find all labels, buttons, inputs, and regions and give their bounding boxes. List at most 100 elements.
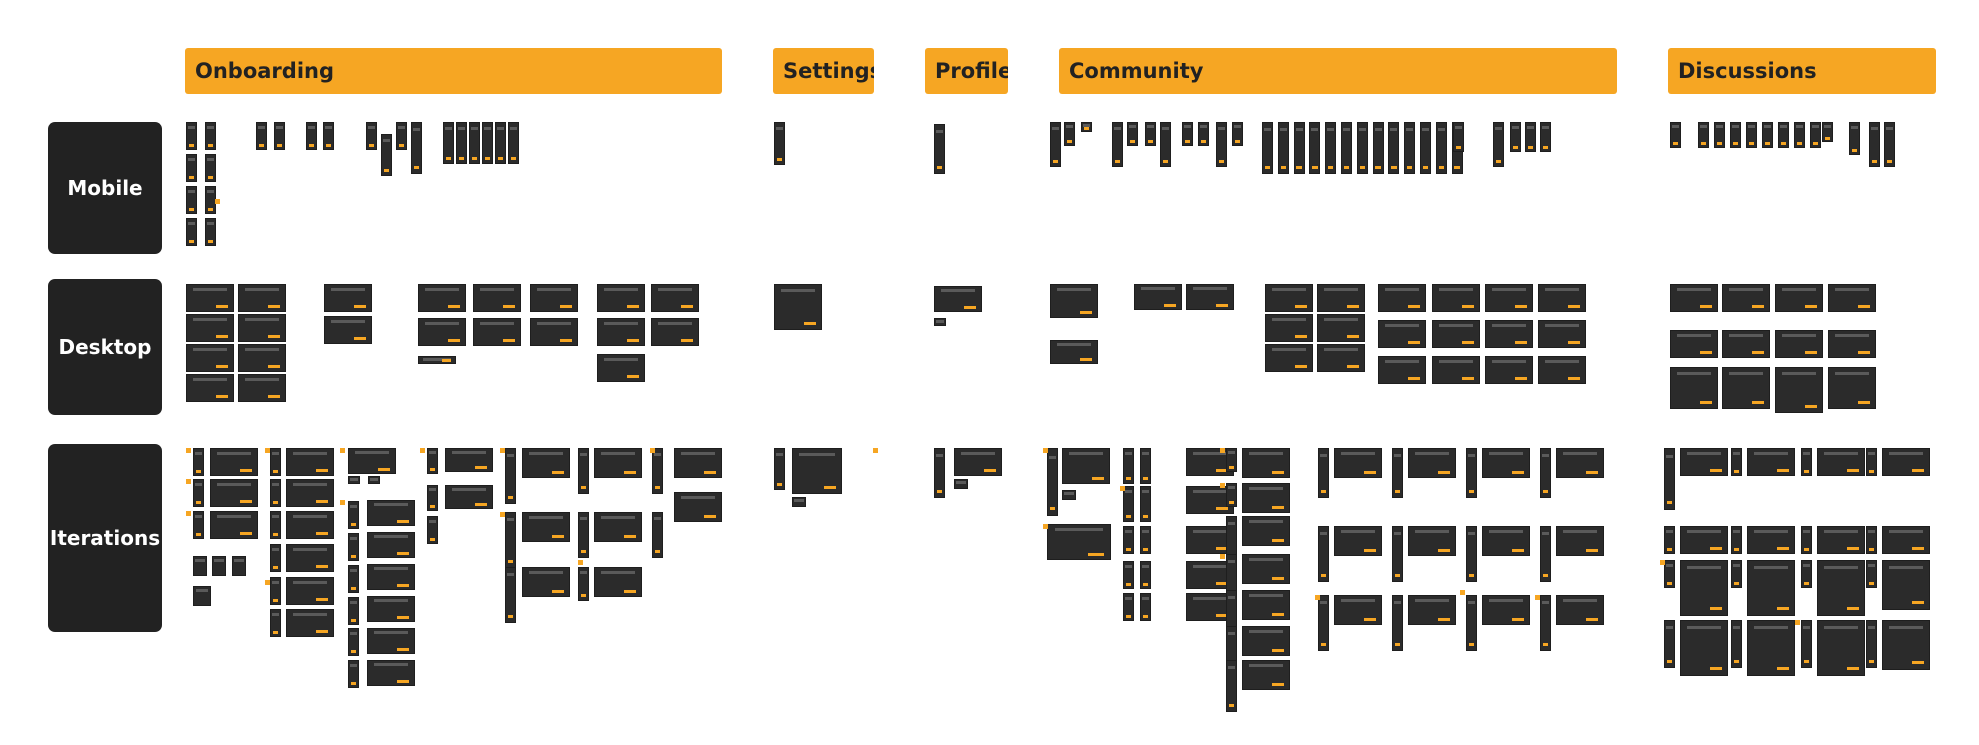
section-header-community[interactable]: Community [1059, 48, 1617, 94]
mobile-screen-thumbnail[interactable] [1140, 561, 1151, 589]
mobile-screen-thumbnail[interactable] [1047, 448, 1058, 516]
mobile-screen-thumbnail[interactable] [1064, 122, 1075, 146]
desktop-screen-thumbnail[interactable] [522, 567, 570, 597]
desktop-screen-thumbnail[interactable] [1265, 284, 1313, 312]
mobile-screen-thumbnail[interactable] [1392, 526, 1403, 582]
mobile-screen-thumbnail[interactable] [323, 122, 334, 150]
desktop-screen-thumbnail[interactable] [1538, 356, 1586, 384]
desktop-screen-thumbnail[interactable] [1047, 524, 1111, 560]
mobile-screen-thumbnail[interactable] [1232, 122, 1243, 146]
mobile-screen-thumbnail[interactable] [1801, 560, 1812, 588]
desktop-screen-thumbnail[interactable] [1378, 320, 1426, 348]
desktop-screen-thumbnail[interactable] [1817, 526, 1865, 554]
mobile-screen-thumbnail[interactable] [1262, 122, 1273, 174]
desktop-screen-thumbnail[interactable] [1817, 448, 1865, 476]
desktop-screen-thumbnail[interactable] [594, 448, 642, 478]
desktop-screen-thumbnail[interactable] [1538, 320, 1586, 348]
mobile-screen-thumbnail[interactable] [427, 448, 438, 474]
mobile-screen-thumbnail[interactable] [366, 122, 377, 150]
desktop-screen-thumbnail[interactable] [445, 485, 493, 509]
mobile-screen-thumbnail[interactable] [578, 448, 589, 494]
mobile-screen-thumbnail[interactable] [1140, 526, 1151, 554]
mobile-screen-thumbnail[interactable] [270, 511, 281, 539]
desktop-screen-thumbnail[interactable] [286, 544, 334, 572]
section-header-onboarding[interactable]: Onboarding [185, 48, 722, 94]
mobile-screen-thumbnail[interactable] [1730, 122, 1741, 148]
desktop-screen-thumbnail[interactable] [597, 354, 645, 382]
mobile-screen-thumbnail[interactable] [1392, 448, 1403, 498]
mobile-screen-thumbnail[interactable] [508, 122, 519, 164]
mobile-screen-thumbnail[interactable] [396, 122, 407, 150]
desktop-screen-thumbnail[interactable] [1882, 526, 1930, 554]
mobile-screen-thumbnail[interactable] [578, 512, 589, 558]
desktop-screen-thumbnail[interactable] [1408, 595, 1456, 625]
desktop-screen-thumbnail[interactable] [674, 492, 722, 522]
desktop-screen-thumbnail[interactable] [473, 284, 521, 312]
mobile-screen-thumbnail[interactable] [1869, 122, 1880, 167]
desktop-screen-thumbnail[interactable] [1680, 620, 1728, 676]
mobile-screen-thumbnail[interactable] [1392, 595, 1403, 651]
desktop-screen-thumbnail[interactable] [530, 284, 578, 312]
desktop-screen-thumbnail[interactable] [1317, 284, 1365, 312]
desktop-screen-thumbnail[interactable] [651, 284, 699, 312]
desktop-screen-thumbnail[interactable] [1482, 526, 1530, 556]
mobile-screen-thumbnail[interactable] [443, 122, 454, 164]
desktop-screen-thumbnail[interactable] [1334, 595, 1382, 625]
desktop-screen-thumbnail[interactable] [1680, 526, 1728, 554]
mobile-screen-thumbnail[interactable] [205, 122, 216, 150]
mobile-screen-thumbnail[interactable] [469, 122, 480, 164]
mobile-screen-thumbnail[interactable] [1664, 560, 1675, 588]
mobile-screen-thumbnail[interactable] [1866, 448, 1877, 476]
desktop-screen-thumbnail[interactable] [1670, 330, 1718, 358]
desktop-screen-thumbnail[interactable] [286, 577, 334, 605]
desktop-screen-thumbnail[interactable] [367, 596, 415, 622]
desktop-screen-thumbnail[interactable] [1242, 483, 1290, 513]
desktop-screen-thumbnail[interactable] [1334, 448, 1382, 478]
mobile-screen-thumbnail[interactable] [1664, 526, 1675, 554]
mobile-screen-thumbnail[interactable] [427, 516, 438, 544]
mobile-screen-thumbnail[interactable] [1123, 526, 1134, 554]
desktop-screen-thumbnail[interactable] [238, 314, 286, 342]
mobile-screen-thumbnail[interactable] [348, 660, 359, 688]
desktop-screen-thumbnail[interactable] [1775, 367, 1823, 413]
section-header-settings[interactable]: Settings [773, 48, 874, 94]
desktop-screen-thumbnail[interactable] [1680, 560, 1728, 616]
mobile-screen-thumbnail[interactable] [1388, 122, 1400, 174]
desktop-screen-thumbnail[interactable] [232, 556, 246, 576]
mobile-screen-thumbnail[interactable] [1810, 122, 1821, 148]
desktop-screen-thumbnail[interactable] [367, 500, 415, 526]
mobile-screen-thumbnail[interactable] [1801, 526, 1812, 554]
mobile-screen-thumbnail[interactable] [348, 533, 359, 561]
desktop-screen-thumbnail[interactable] [212, 556, 226, 576]
desktop-screen-thumbnail[interactable] [1670, 284, 1718, 312]
desktop-screen-thumbnail[interactable] [1062, 448, 1110, 484]
desktop-screen-thumbnail[interactable] [774, 284, 822, 330]
desktop-screen-thumbnail[interactable] [1828, 284, 1876, 312]
mobile-screen-thumbnail[interactable] [1140, 486, 1151, 522]
mobile-screen-thumbnail[interactable] [774, 448, 785, 490]
desktop-screen-thumbnail[interactable] [367, 660, 415, 686]
desktop-screen-thumbnail[interactable] [1408, 526, 1456, 556]
desktop-screen-thumbnail[interactable] [1265, 314, 1313, 342]
desktop-screen-thumbnail[interactable] [1775, 330, 1823, 358]
desktop-screen-thumbnail[interactable] [1556, 448, 1604, 478]
mobile-screen-thumbnail[interactable] [1731, 560, 1742, 588]
mobile-screen-thumbnail[interactable] [411, 122, 422, 174]
mobile-screen-thumbnail[interactable] [1866, 620, 1877, 668]
mobile-screen-thumbnail[interactable] [1293, 122, 1305, 174]
mobile-screen-thumbnail[interactable] [652, 512, 663, 558]
desktop-screen-thumbnail[interactable] [210, 511, 258, 539]
mobile-screen-thumbnail[interactable] [1123, 486, 1134, 522]
desktop-screen-thumbnail[interactable] [1556, 526, 1604, 556]
mobile-screen-thumbnail[interactable] [1318, 526, 1329, 582]
mobile-screen-thumbnail[interactable] [1435, 122, 1447, 174]
desktop-screen-thumbnail[interactable] [1556, 595, 1604, 625]
mobile-screen-thumbnail[interactable] [1866, 526, 1877, 554]
desktop-screen-thumbnail[interactable] [473, 318, 521, 346]
desktop-screen-thumbnail[interactable] [286, 448, 334, 476]
mobile-screen-thumbnail[interactable] [1081, 122, 1092, 132]
mobile-screen-thumbnail[interactable] [381, 134, 392, 176]
desktop-screen-thumbnail[interactable] [193, 556, 207, 576]
desktop-screen-thumbnail[interactable] [1242, 626, 1290, 656]
desktop-screen-thumbnail[interactable] [1134, 284, 1182, 310]
